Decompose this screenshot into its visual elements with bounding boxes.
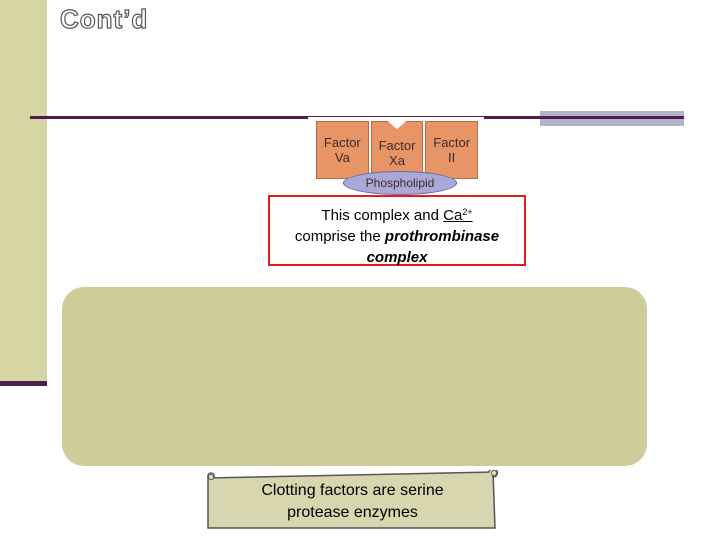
factor-xa-line1: Factor: [378, 138, 416, 153]
title-divider-accent: [540, 111, 684, 126]
slide-title: Cont’d: [59, 3, 149, 34]
factor-va-block: Factor Va: [316, 121, 369, 179]
scroll-line1: Clotting factors are serine: [261, 482, 444, 499]
callout-emphasis-prothrombinase: prothrombinase: [384, 228, 500, 245]
prothrombinase-callout: This complex and Ca2+ comprise the proth…: [268, 195, 526, 266]
calcium-symbol: Ca: [443, 207, 463, 224]
callout-line2: comprise the prothrombinase: [270, 226, 524, 247]
scroll-line2: protease enzymes: [287, 504, 418, 521]
left-accent-band-edge: [0, 381, 47, 386]
title-divider: [30, 116, 540, 119]
callout-line1: This complex and Ca2+: [270, 202, 524, 226]
calcium-charge: 2+: [462, 207, 473, 217]
phospholipid-base: Phospholipid: [343, 171, 457, 195]
calcium-ion: Ca2+: [443, 207, 472, 224]
scroll-note: Clotting factors are serine protease enz…: [205, 470, 500, 530]
factor-va-line1: Factor: [323, 135, 361, 150]
factor-va-line2: Va: [334, 150, 350, 165]
scroll-shape: [207, 470, 499, 529]
left-accent-band: [0, 0, 47, 384]
factor-ii-line1: Factor: [433, 135, 471, 150]
callout-text-before: This complex and: [321, 207, 444, 224]
factor-xa-line2: Xa: [389, 153, 405, 168]
prothrombinase-diagram: Factor Va Factor Xa Factor II Phospholip…: [308, 117, 484, 195]
factor-ii-block: Factor II: [425, 121, 479, 179]
callout-line3: complex: [270, 247, 524, 268]
content-panel: [62, 287, 647, 466]
callout-emphasis-complex: complex: [366, 249, 428, 266]
callout-line2-prefix: comprise the: [294, 228, 385, 245]
factor-row: Factor Va Factor Xa Factor II: [316, 121, 479, 179]
scroll-text: Clotting factors are serine protease enz…: [215, 480, 490, 524]
factor-ii-line2: II: [448, 150, 456, 165]
